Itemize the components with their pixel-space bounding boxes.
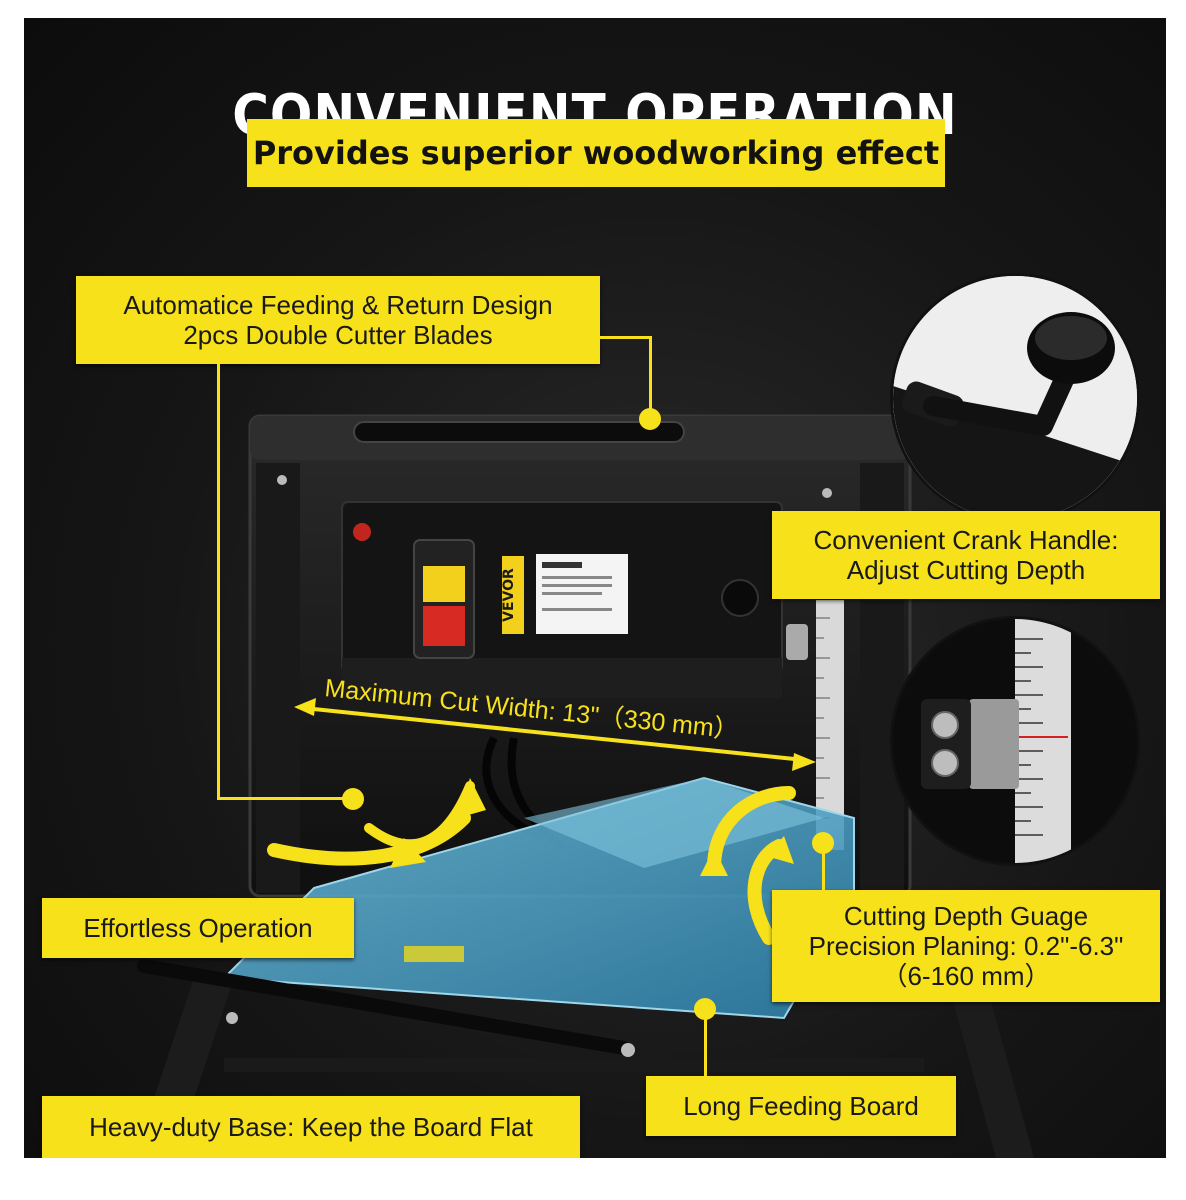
cut-width-arrow — [294, 698, 816, 771]
leader-feeding-h — [600, 336, 652, 339]
callout-feeding-line2: 2pcs Double Cutter Blades — [183, 320, 493, 350]
depth-gauge-inset — [890, 616, 1140, 866]
marker-board — [694, 998, 716, 1020]
marker-feeding — [639, 408, 661, 430]
leader-feeding-down — [217, 364, 220, 800]
callout-base-line1: Heavy-duty Base: Keep the Board Flat — [89, 1112, 533, 1142]
leader-gauge — [822, 850, 825, 890]
leader-feeding-v — [649, 336, 652, 418]
callout-crank-line2: Adjust Cutting Depth — [846, 555, 1086, 585]
marker-rollers — [342, 788, 364, 810]
promo-image: VEVOR — [24, 18, 1166, 1158]
depth-gauge-icon — [893, 619, 1137, 863]
callout-gauge-line1: Cutting Depth Guage — [843, 901, 1089, 931]
callout-effortless: Effortless Operation — [42, 898, 354, 958]
crank-handle-icon — [893, 276, 1137, 520]
callout-gauge-line3: （6-160 mm） — [881, 961, 1051, 991]
callout-base: Heavy-duty Base: Keep the Board Flat — [42, 1096, 580, 1158]
marker-gauge — [812, 832, 834, 854]
leader-board — [704, 1008, 707, 1076]
callout-board: Long Feeding Board — [646, 1076, 956, 1136]
callout-board-line1: Long Feeding Board — [683, 1091, 919, 1121]
callout-gauge-line2: Precision Planing: 0.2"-6.3" — [808, 931, 1124, 961]
crank-handle-inset — [890, 273, 1140, 523]
callout-feeding: Automatice Feeding & Return Design 2pcs … — [76, 276, 600, 364]
brand-logo: VEVOR — [501, 568, 517, 622]
leader-feeding-return — [217, 797, 347, 800]
callout-crank-line1: Convenient Crank Handle: — [813, 525, 1119, 555]
tagline-banner: Provides superior woodworking effect — [247, 119, 945, 187]
tagline: Provides superior woodworking effect — [252, 134, 940, 172]
callout-gauge: Cutting Depth Guage Precision Planing: 0… — [772, 890, 1160, 1002]
callout-feeding-line1: Automatice Feeding & Return Design — [123, 290, 553, 320]
callout-crank: Convenient Crank Handle: Adjust Cutting … — [772, 511, 1160, 599]
callout-effortless-line1: Effortless Operation — [83, 913, 313, 943]
